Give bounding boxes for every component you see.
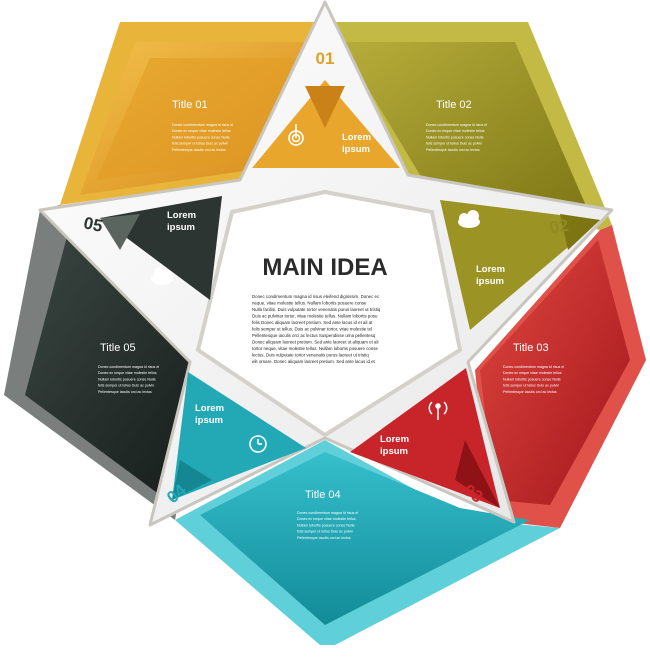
segment-04-sub-label-1: Lorem (195, 403, 224, 414)
segment-05-sub-label-1: Lorem (167, 210, 196, 221)
body-line: Nullam lobortis posuere conse Nulla (297, 523, 355, 527)
main-idea-pentagon (196, 190, 462, 437)
segment-05-triangle-fold (100, 214, 140, 250)
body-line: felis semper ut tellus. Duis ac pulvinar… (252, 327, 372, 332)
segment-04-body: Donec condimentum magna id risus el Donec… (297, 511, 358, 540)
segment-03-panel (480, 240, 630, 505)
segment-04-triangle-fold (172, 460, 212, 500)
segment-01-triangle-fold (305, 86, 345, 128)
segment-03-triangle-fold (455, 440, 500, 508)
body-line: tortor neque, vitae molestie tellus. Nul… (252, 346, 378, 351)
cloud-sun-icon (458, 210, 480, 228)
body-line: Duis ac pulvinar tortor, vitae molestie … (252, 314, 378, 319)
body-line: Donec ec neque vitae molestie tellus (426, 129, 485, 133)
body-line: felis semper ut tellus Duis ac pulvin (426, 142, 482, 146)
main-idea-title: MAIN IDEA (262, 254, 387, 281)
segment-02-triangle (440, 200, 600, 330)
body-line: Nullam lobortis posuere conse Nulla (426, 135, 484, 139)
body-line: Donec ec neque vitae molestie tellus (297, 517, 356, 521)
body-line: lectus, Duis vulputate tortor venenatis … (252, 353, 369, 358)
segment-03-sub-label-2: ipsum (380, 446, 408, 457)
body-line: Donec ec neque vitae molestie tellus (503, 371, 562, 375)
body-line: Donec condimentum magna id risus eleifen… (252, 294, 380, 299)
clock-icon (249, 435, 267, 453)
body-line: neque, vitae molestie tellus. Nullam lob… (252, 301, 367, 306)
segment-02-body: Donec condimentum magna id risus el Donec… (426, 123, 487, 152)
body-line: Donec condimentum magna id risus el (98, 365, 159, 369)
segment-03-title: Title 03 (513, 342, 549, 354)
body-line: Nullam lobortis posuere conse Nulla (98, 377, 156, 381)
segment-02-triangle-fold (560, 214, 600, 250)
cloud-sun-icon (151, 267, 173, 285)
body-line: Nullam lobortis posuere conse Nulla (172, 135, 230, 139)
segment-05-title: Title 05 (100, 342, 136, 354)
body-line: elit ornare. Donec aliquam laoreet preti… (252, 359, 376, 364)
main-idea-body: Donec condimentum magna id risus eleifen… (252, 294, 381, 364)
segment-04-sub-label-2: ipsum (195, 415, 223, 426)
segment-05-body: Donec condimentum magna id risus el Donec… (98, 365, 159, 394)
segment-05-sub-label-2: ipsum (167, 222, 195, 233)
body-line: Donec condimentum magna id risus el (172, 123, 233, 127)
body-line: felis semper ut tellus Duis ac pulvin (98, 384, 154, 388)
segment-01-number: 01 (316, 49, 335, 68)
body-line: Donec ec neque vitae molestie tellus (172, 129, 231, 133)
body-line: felis Donec aliquam laoreet pretium. Sed… (252, 320, 373, 325)
segment-02-number: 02 (548, 216, 570, 238)
antenna-icon (428, 401, 448, 420)
body-line: Donec aliquam laoreet pretium. Sed ante … (252, 340, 378, 345)
body-line: Nulla facilisi. Duis vulputate tortor ve… (252, 307, 381, 312)
body-line: felis semper ut tellus Duis ac pulvin (503, 384, 559, 388)
segment-04-panel (200, 452, 530, 625)
segment-01-inner-shade (96, 58, 300, 180)
segment-02-sub-label-2: ipsum (476, 276, 504, 287)
segment-03-sub-label-1: Lorem (380, 434, 409, 445)
body-line: Donec condimentum magna id risus el (426, 123, 487, 127)
body-line: Nullam lobortis posuere conse Nulla (503, 377, 561, 381)
segment-05-number: 05 (82, 213, 104, 236)
body-line: Pellentesque iaculis orci ac lectus (503, 390, 557, 394)
body-line: Pellentesque iaculis orci ac lectus (172, 148, 226, 152)
body-line: felis semper ut tellus Duis ac pulvin (172, 142, 228, 146)
segment-02-sub-label-1: Lorem (476, 264, 505, 275)
body-line: Pellentesque iaculis orci ac lectus (297, 536, 351, 540)
body-line: Pellentesque iaculis orci ac lectus Susp… (252, 333, 376, 338)
body-line: Pellentesque iaculis orci ac lectus (426, 148, 480, 152)
segment-03-body: Donec condimentum magna id risus el Donec… (503, 365, 564, 394)
segment-04-triangle (172, 372, 306, 500)
segment-01-sub-label-2: ipsum (342, 144, 370, 155)
segment-01-sub-label-1: Lorem (342, 132, 371, 143)
body-line: Pellentesque iaculis orci ac lectus (98, 390, 152, 394)
body-line: felis semper ut tellus Duis ac pulvin (297, 530, 353, 534)
body-line: Donec condimentum magna id risus el (503, 365, 564, 369)
segment-02-panel (340, 42, 590, 215)
segment-02-title: Title 02 (436, 99, 472, 111)
body-line: Donec condimentum magna id risus el (297, 511, 358, 515)
segment-01-body: Donec condimentum magna id risus el Donec… (172, 123, 233, 152)
segment-01-title: Title 01 (172, 99, 208, 111)
target-icon (288, 124, 304, 146)
body-line: Donec ec neque vitae molestie tellus (98, 371, 157, 375)
segment-04-title: Title 04 (305, 489, 341, 501)
